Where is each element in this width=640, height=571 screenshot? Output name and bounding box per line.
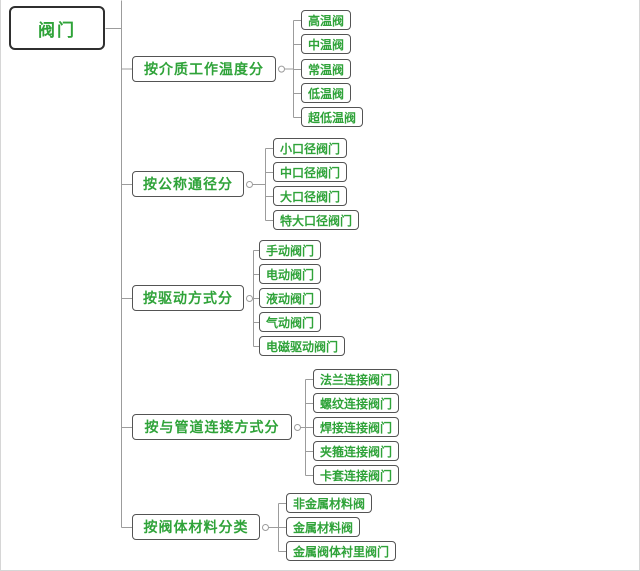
branch-node: 按公称通径分 (132, 171, 244, 197)
leaf-node: 大口径阀门 (273, 186, 347, 206)
branch-node: 按介质工作温度分 (132, 55, 276, 82)
leaf-node: 焊接连接阀门 (313, 417, 399, 437)
leaf-node: 非金属材料阀 (286, 493, 372, 513)
leaf-node: 法兰连接阀门 (313, 369, 399, 389)
branch-node: 按驱动方式分 (132, 285, 244, 311)
branch-joint-dot (246, 181, 253, 188)
leaf-node: 金属材料阀 (286, 517, 360, 537)
leaf-node: 金属阀体衬里阀门 (286, 541, 396, 561)
leaf-node: 低温阀 (301, 83, 351, 103)
branch-node: 按与管道连接方式分 (132, 414, 292, 440)
leaf-node: 特大口径阀门 (273, 210, 359, 230)
leaf-node: 中温阀 (301, 34, 351, 54)
leaf-node: 夹箍连接阀门 (313, 441, 399, 461)
leaf-node: 小口径阀门 (273, 138, 347, 158)
leaf-node: 电磁驱动阀门 (259, 336, 345, 356)
leaf-node: 气动阀门 (259, 312, 321, 332)
leaf-node: 手动阀门 (259, 240, 321, 260)
leaf-node: 电动阀门 (259, 264, 321, 284)
leaf-node: 高温阀 (301, 10, 351, 30)
leaf-node: 中口径阀门 (273, 162, 347, 182)
leaf-node: 卡套连接阀门 (313, 465, 399, 485)
branch-joint-dot (294, 424, 301, 431)
leaf-node: 液动阀门 (259, 288, 321, 308)
branch-joint-dot (278, 65, 285, 73)
root-node: 阀门 (9, 6, 105, 50)
leaf-node: 螺纹连接阀门 (313, 393, 399, 413)
branch-joint-dot (246, 295, 253, 302)
leaf-node: 超低温阀 (301, 107, 363, 127)
branch-joint-dot (262, 524, 269, 531)
leaf-node: 常温阀 (301, 59, 351, 79)
branch-node: 按阀体材料分类 (132, 514, 260, 540)
